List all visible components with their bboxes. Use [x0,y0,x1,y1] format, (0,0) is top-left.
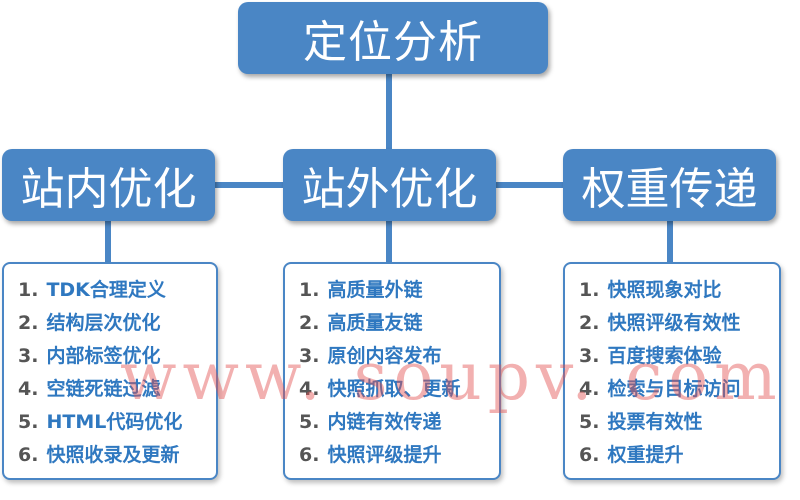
item-number: 5. [18,411,39,433]
item-text: 高质量友链 [327,312,423,334]
root-node: 定位分析 [238,2,548,74]
item-text: 快照现象对比 [607,279,722,301]
item-text: 原创内容发布 [327,345,442,367]
item-text: 快照评级提升 [327,444,442,466]
item-number: 5. [299,411,320,433]
item-text: 快照抓取、更新 [327,378,461,400]
list-item: 1. 快照现象对比 [579,274,771,307]
branch-node-weight: 权重传递 [563,149,776,221]
item-text: 权重提升 [607,444,684,466]
item-number: 1. [579,279,600,301]
item-number: 1. [299,279,320,301]
card-weight: 1. 快照现象对比 2. 快照评级有效性 3. 百度搜索体验 4. 检索与目标访问 5.… [563,262,781,480]
list-item: 6. 快照收录及更新 [18,439,208,472]
item-text: 内部标签优化 [46,345,161,367]
item-text: HTML代码优化 [46,411,183,433]
card-onsite: 1. TDK合理定义 2. 结构层次优化 3. 内部标签优化 4. 空链死链过滤 5. H… [2,262,218,480]
list-item: 2. 高质量友链 [299,307,491,340]
item-text: 空链死链过滤 [46,378,161,400]
list-item: 5. 内链有效传递 [299,406,491,439]
list-item: 3. 内部标签优化 [18,340,208,373]
card-offsite: 1. 高质量外链 2. 高质量友链 3. 原创内容发布 4. 快照抓取、更新 5. 内链有… [283,262,501,480]
item-number: 4. [579,378,600,400]
item-number: 3. [299,345,320,367]
list-item: 5. 投票有效性 [579,406,771,439]
item-number: 6. [18,444,39,466]
list-item: 4. 空链死链过滤 [18,373,208,406]
item-number: 5. [579,411,600,433]
list-item: 6. 快照评级提升 [299,439,491,472]
item-text: 内链有效传递 [327,411,442,433]
list-item: 3. 百度搜索体验 [579,340,771,373]
list-item: 4. 检索与目标访问 [579,373,771,406]
branch-node-offsite: 站外优化 [283,149,496,221]
list-item: 2. 结构层次优化 [18,307,208,340]
item-number: 4. [299,378,320,400]
item-text: TDK合理定义 [46,279,166,301]
item-text: 快照收录及更新 [46,444,180,466]
item-number: 1. [18,279,39,301]
list-item: 3. 原创内容发布 [299,340,491,373]
item-number: 2. [579,312,600,334]
list-item: 1. TDK合理定义 [18,274,208,307]
item-text: 快照评级有效性 [607,312,741,334]
item-number: 3. [579,345,600,367]
item-number: 6. [579,444,600,466]
item-text: 结构层次优化 [46,312,161,334]
item-number: 2. [18,312,39,334]
item-text: 高质量外链 [327,279,423,301]
item-number: 4. [18,378,39,400]
item-text: 百度搜索体验 [607,345,722,367]
item-text: 投票有效性 [607,411,703,433]
list-item: 6. 权重提升 [579,439,771,472]
branch-node-onsite: 站内优化 [2,149,215,221]
list-item: 4. 快照抓取、更新 [299,373,491,406]
list-item: 1. 高质量外链 [299,274,491,307]
item-number: 3. [18,345,39,367]
item-number: 6. [299,444,320,466]
item-text: 检索与目标访问 [607,378,741,400]
list-item: 2. 快照评级有效性 [579,307,771,340]
item-number: 2. [299,312,320,334]
list-item: 5. HTML代码优化 [18,406,208,439]
